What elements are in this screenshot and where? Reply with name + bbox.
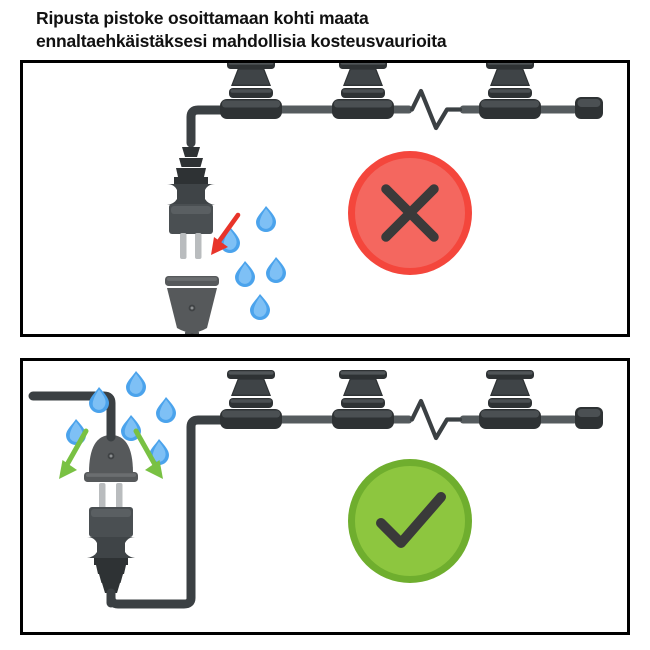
light-fixture	[479, 370, 541, 429]
correct-example-panel	[20, 358, 630, 635]
water-drop	[266, 257, 286, 283]
correct-panel-artwork	[28, 370, 603, 609]
water-drop	[235, 261, 255, 287]
power-plug-pins-up	[87, 483, 135, 608]
power-socket-facing-up	[165, 276, 219, 334]
water-drop	[256, 206, 276, 232]
socket-ground-cable	[189, 333, 195, 334]
water-drop	[126, 371, 146, 397]
water-drop	[250, 294, 270, 320]
power-plug-pins-down	[167, 128, 215, 259]
incorrect-example-panel	[20, 60, 630, 337]
plug-supply-cable	[106, 564, 196, 609]
power-socket-facing-down	[84, 435, 138, 482]
arrow-deflect-icon	[59, 428, 163, 479]
light-fixture	[220, 63, 282, 119]
status-badge-correct	[348, 459, 472, 583]
cable-break-symbol	[409, 88, 463, 131]
cable-end-cap	[575, 407, 603, 429]
water-drop	[156, 397, 176, 423]
incorrect-panel-artwork	[165, 63, 603, 334]
light-fixture	[332, 370, 394, 429]
light-fixture	[479, 63, 541, 119]
page-title: Ripusta pistoke osoittamaan kohti maata …	[36, 8, 447, 52]
light-fixture	[332, 63, 394, 119]
light-fixture	[220, 370, 282, 429]
arrow-down-left-icon	[211, 212, 241, 255]
cable-end-cap	[575, 97, 603, 119]
cable-break-symbol	[409, 398, 463, 441]
status-badge-incorrect	[348, 151, 472, 275]
water-drop	[89, 387, 109, 413]
